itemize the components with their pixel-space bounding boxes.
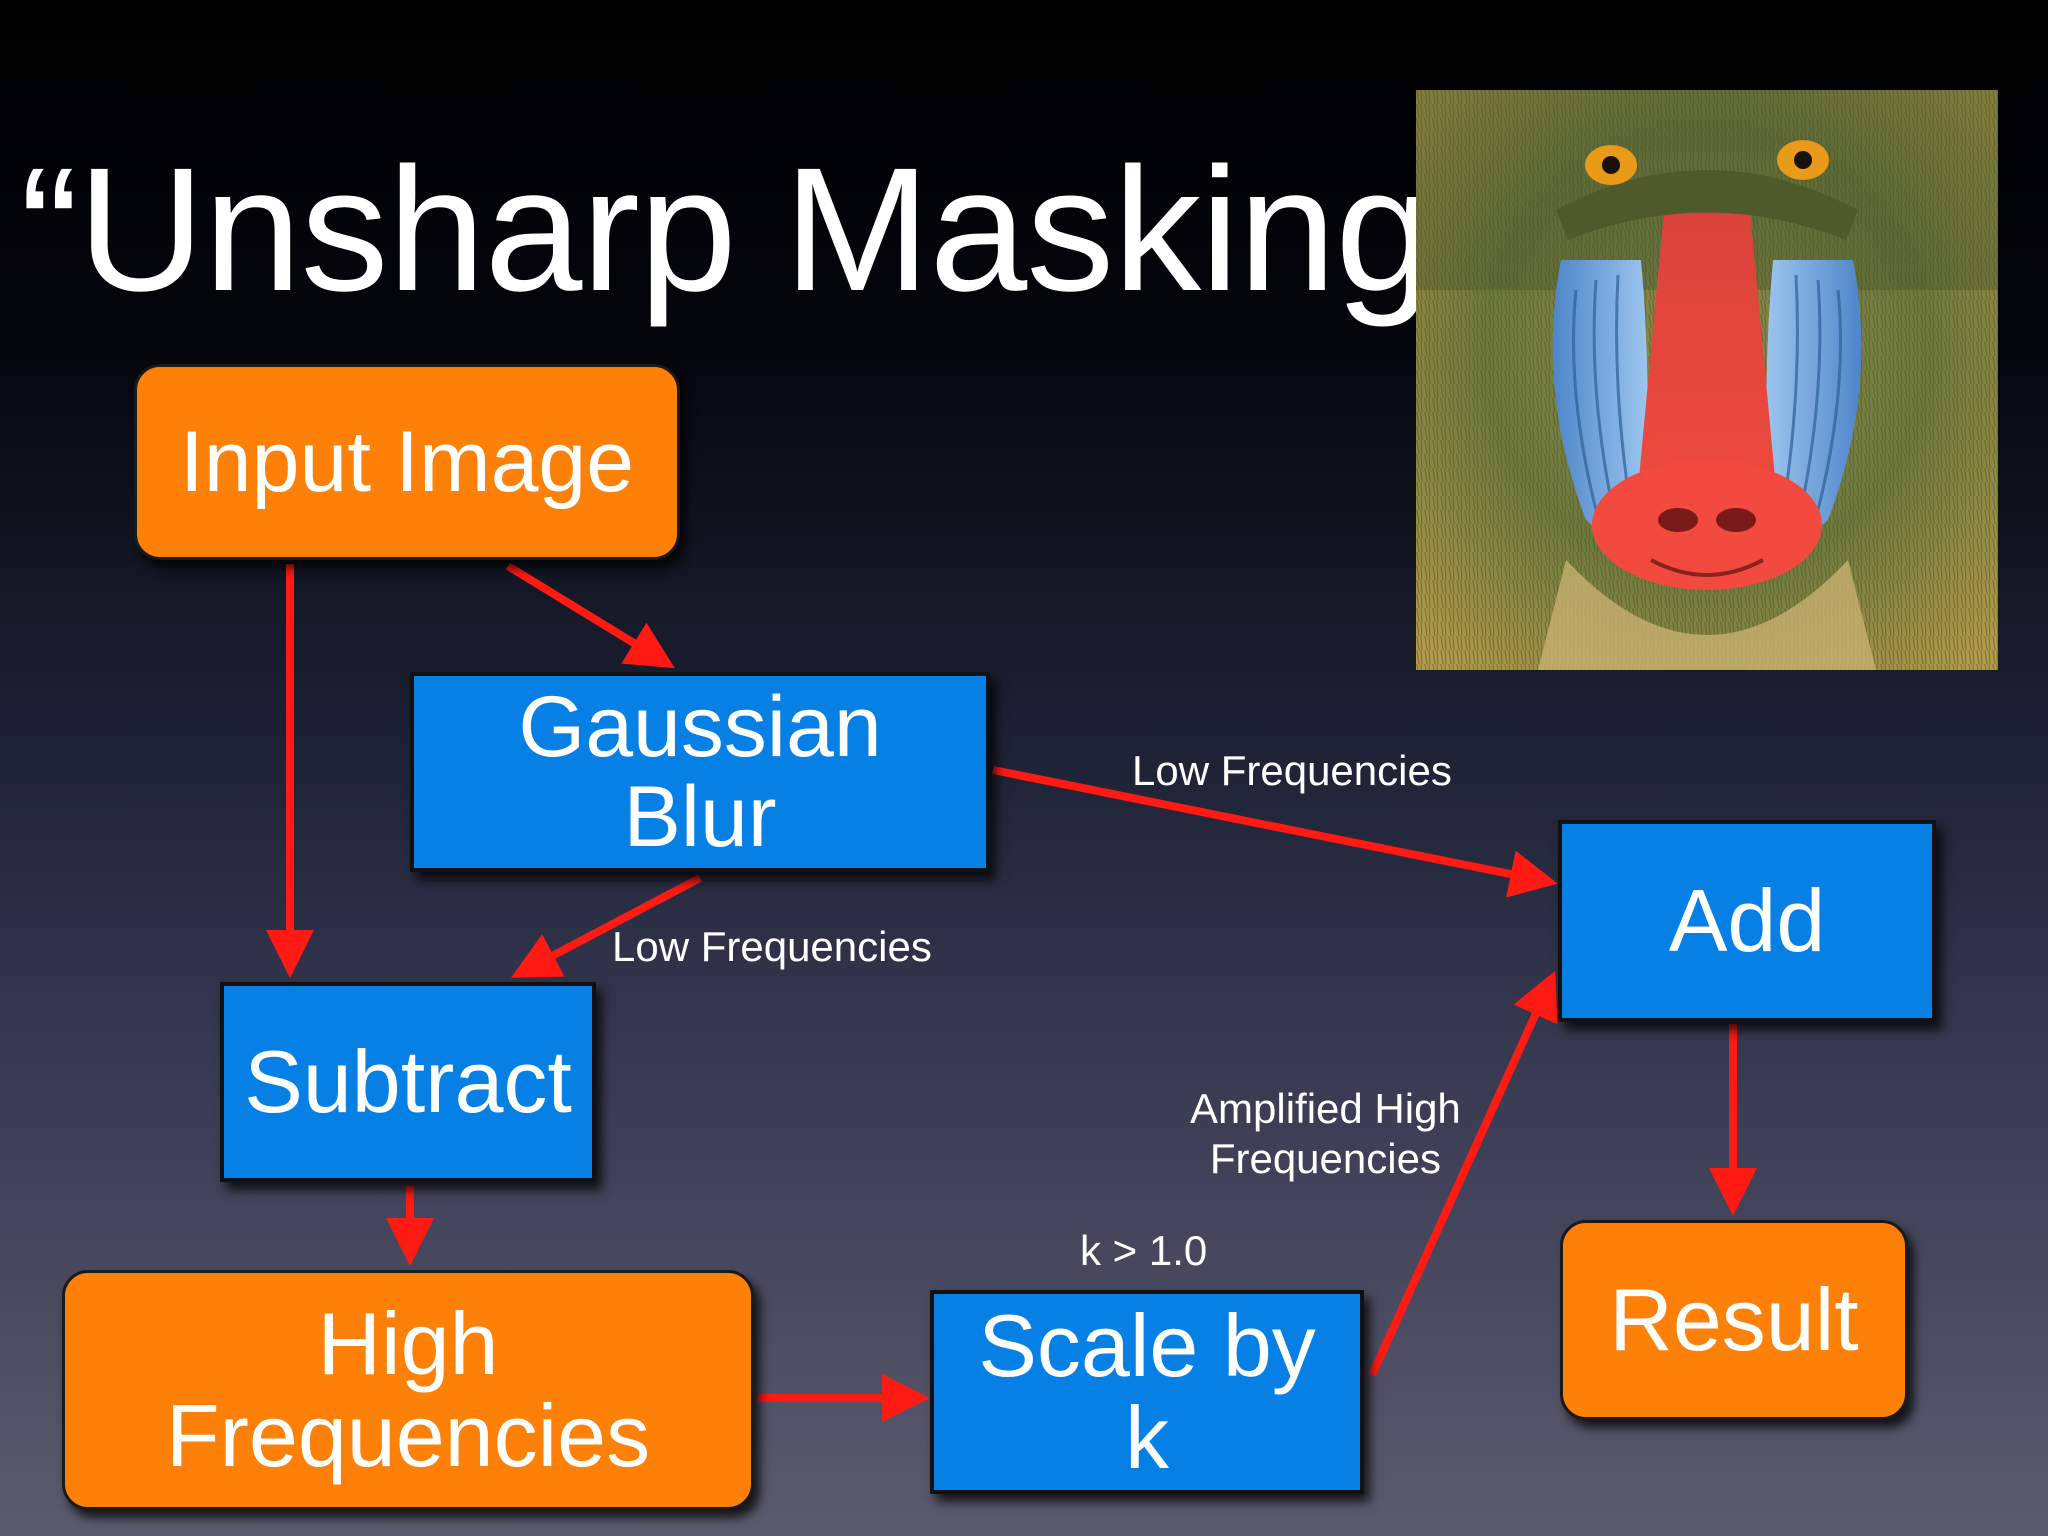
gaussian-blur-label: Gaussian Blur [518,678,882,865]
arrow-blur-to-add [992,766,1558,898]
high-frequencies-label: High Frequencies [165,1293,651,1485]
scale-by-k-label: Scale by k [978,1295,1316,1487]
k-condition-label: k > 1.0 [1080,1227,1208,1274]
low-frequencies-label-top: Low Frequencies [1132,747,1452,794]
high-frequencies-node: High Frequencies [62,1270,754,1510]
arrow-scale-to-add [1368,970,1558,1377]
gaussian-blur-node: Gaussian Blur [410,672,990,872]
result-label: Result [1609,1269,1859,1369]
input-image-label: Input Image [179,413,635,510]
add-node: Add [1558,820,1936,1022]
amplified-high-line-2: Frequencies [1209,1135,1441,1183]
scale-by-k-node: Scale by k [930,1290,1364,1494]
input-image-node: Input Image [134,364,680,560]
slide-title: “Unsharp Masking” [20,132,1491,328]
amplified-high-line-1: Amplified High [1190,1085,1461,1132]
arrow-input-to-blur [505,562,675,669]
result-node: Result [1560,1220,1908,1420]
add-label: Add [1668,870,1826,970]
mandrill-photo [1416,90,1998,670]
amplified-high-frequencies-label: Amplified High Frequencies [1190,1084,1461,1185]
subtract-node: Subtract [220,982,596,1182]
subtract-label: Subtract [244,1031,572,1131]
low-frequencies-label-bottom: Low Frequencies [612,923,932,970]
arrow-blur-to-subtract [510,874,702,978]
